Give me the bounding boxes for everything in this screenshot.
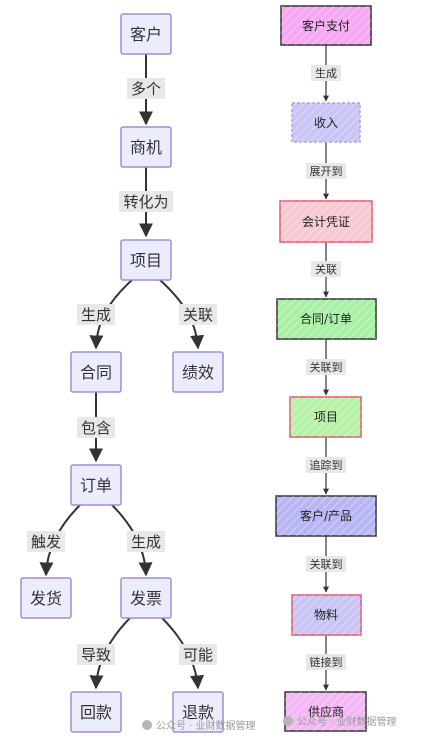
edge-label-project-performance: 关联 (183, 306, 213, 324)
node-payment: 回款 (70, 691, 122, 733)
node-label-opportunity: 商机 (130, 138, 162, 157)
edge-label-order-shipment: 触发 (31, 533, 61, 551)
watermark-left: 公众号 · 业财数据管理 (156, 719, 256, 732)
watermark-right: 公众号 · 业财数据管理 (297, 715, 397, 728)
node-supplier: 供应商 (284, 691, 367, 732)
edge-label-contract-order: 包含 (81, 419, 111, 437)
right-edge-labels: 生成 展开到 关联 关联到 追踪到 关联到 链接到 (306, 65, 346, 670)
node-refund: 退款 (172, 691, 224, 733)
left-edge-labels: 多个 转化为 生成 关联 包含 触发 生成 导致 可能 (27, 78, 217, 665)
node-label-invoice: 发票 (130, 589, 162, 608)
edge-label-invoice-refund: 可能 (183, 646, 213, 664)
edge-label-invoice-payment: 导致 (81, 646, 111, 664)
node-label-revenue: 收入 (314, 116, 338, 130)
node-customer-payment: 客户支付 (280, 5, 372, 46)
watermarks: 公众号 · 业财数据管理 公众号 · 业财数据管理 (142, 715, 397, 732)
node-customer: 客户 (120, 13, 172, 55)
node-label-voucher: 会计凭证 (302, 214, 350, 229)
node-project-r: 项目 (289, 396, 362, 438)
node-label-material: 物料 (314, 608, 338, 622)
node-voucher: 会计凭证 (279, 200, 373, 243)
node-opportunity: 商机 (120, 126, 172, 168)
node-invoice: 发票 (120, 577, 172, 619)
node-label-shipment: 发货 (30, 589, 62, 608)
edge-label-right-2: 展开到 (310, 165, 343, 178)
node-label-customer-payment: 客户支付 (302, 18, 350, 33)
left-nodes: 客户 商机 项目 合同 绩效 订单 发货 发票 (20, 13, 224, 733)
edge-label-customer-opportunity: 多个 (131, 80, 161, 98)
node-label-performance: 绩效 (182, 363, 214, 382)
right-nodes: 客户支付 收入 会计凭证 合同/订单 项目 客户/产品 (275, 5, 377, 732)
node-contract-order-r: 合同/订单 (276, 298, 377, 340)
node-label-customer: 客户 (130, 25, 162, 44)
node-label-customer-product: 客户/产品 (300, 508, 352, 523)
wechat-icon (142, 720, 152, 730)
wechat-icon (283, 716, 293, 726)
node-order: 订单 (70, 464, 122, 506)
edge-label-right-6: 关联到 (310, 557, 343, 571)
node-label-contract: 合同 (80, 363, 112, 382)
edge-label-opportunity-project: 转化为 (123, 193, 168, 211)
node-performance: 绩效 (172, 351, 224, 393)
edge-label-project-contract: 生成 (81, 306, 111, 324)
node-label-supplier: 供应商 (308, 704, 344, 719)
edge-label-right-5: 追踪到 (310, 458, 343, 472)
node-revenue: 收入 (291, 102, 361, 143)
node-material: 物料 (291, 594, 362, 636)
node-label-payment: 回款 (80, 703, 112, 722)
node-label-project: 项目 (130, 251, 162, 270)
node-contract: 合同 (70, 351, 122, 393)
node-shipment: 发货 (20, 577, 72, 619)
node-customer-product: 客户/产品 (275, 495, 377, 537)
node-label-refund: 退款 (182, 703, 214, 722)
edge-label-right-7: 链接到 (310, 655, 343, 669)
node-label-order: 订单 (80, 476, 112, 495)
edge-label-order-invoice: 生成 (131, 533, 161, 551)
edge-label-right-4: 关联到 (310, 360, 343, 374)
node-project: 项目 (120, 239, 172, 281)
edge-label-right-1: 生成 (315, 66, 337, 80)
node-label-project-r: 项目 (314, 410, 338, 424)
edge-label-right-3: 关联 (315, 262, 337, 276)
node-label-contract-order-r: 合同/订单 (300, 311, 352, 326)
